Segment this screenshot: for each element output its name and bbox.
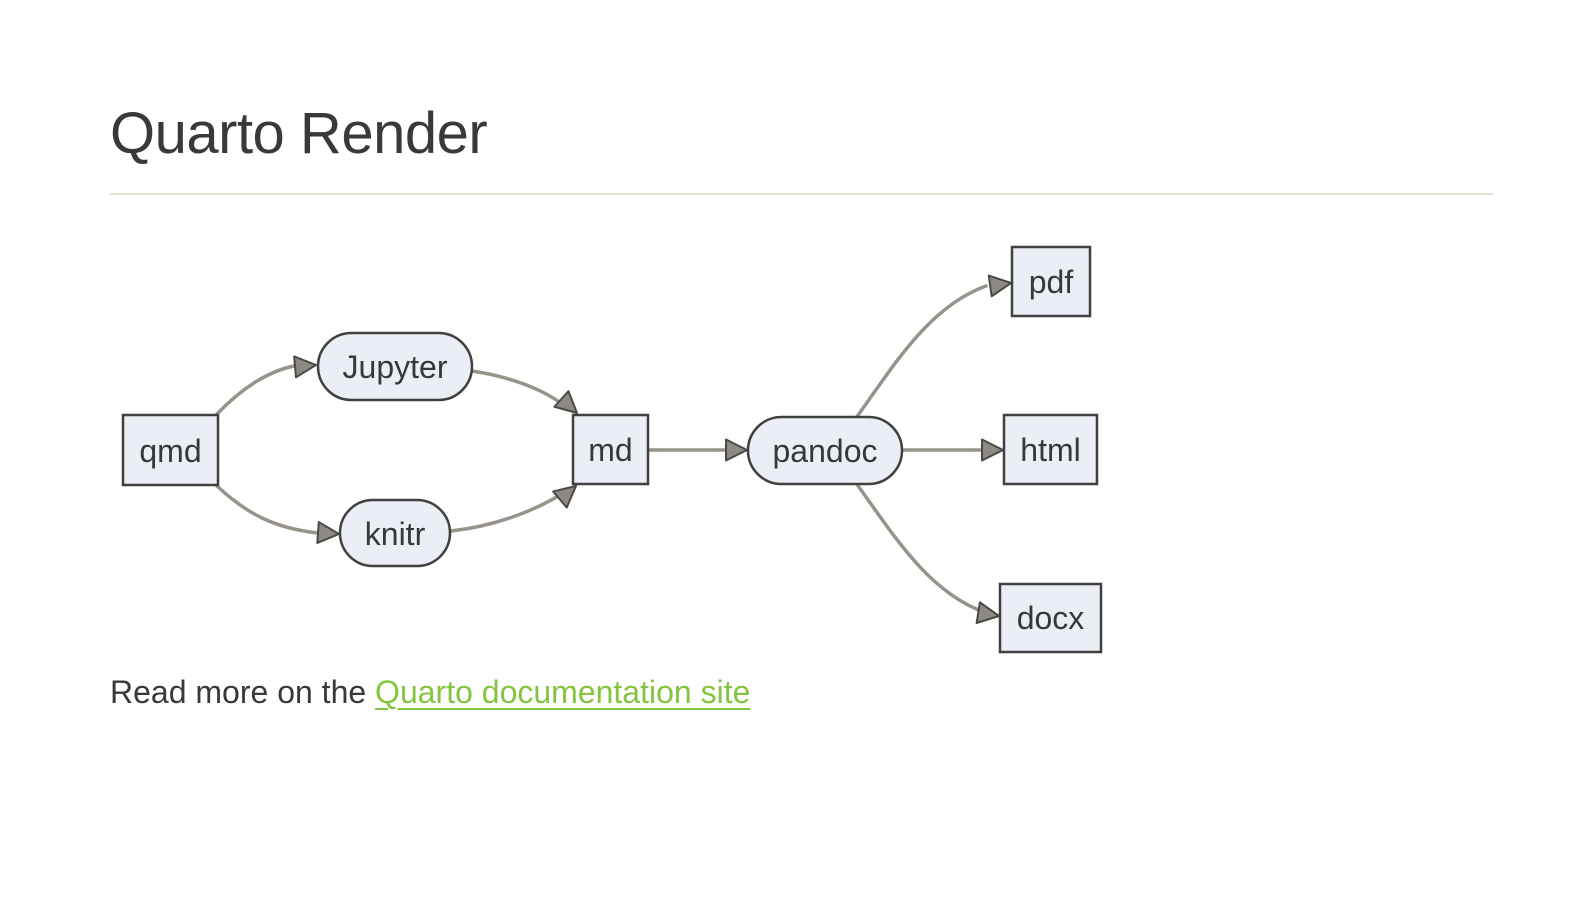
page-title: Quarto Render [110,101,488,166]
edge-jupyter-md [470,369,578,414]
read-more-prefix: Read more on the [110,674,376,710]
node-jupyter: Jupyter [316,331,474,402]
svg-text:html: html [1020,432,1080,468]
svg-text:qmd: qmd [139,433,201,469]
title-divider [110,193,1493,195]
svg-text:md: md [588,432,632,468]
edge-qmd-knitr [215,484,340,545]
read-more-paragraph: Read more on the Quarto documentation si… [110,672,750,712]
svg-text:Jupyter: Jupyter [343,349,448,385]
arrowhead [981,438,1004,462]
svg-text:knitr: knitr [365,516,426,552]
svg-text:pandoc: pandoc [773,433,878,469]
node-qmd: qmd [121,413,220,487]
node-pandoc: pandoc [746,415,904,486]
node-knitr: knitr [338,498,452,568]
edge-pandoc-html [900,438,1004,462]
edge-qmd-jupyter [215,355,317,416]
arrowhead [552,485,577,509]
arrowhead [316,521,340,545]
arrowhead [987,274,1012,298]
edge-knitr-md [449,485,577,533]
edge-md-pandoc [646,438,748,462]
node-docx: docx [998,582,1103,654]
arrowhead [553,390,578,414]
node-md: md [571,413,650,486]
quarto-documentation-link[interactable]: Quarto documentation site [375,674,751,710]
edge-pandoc-pdf [854,274,1012,420]
edge-pandoc-docx [854,481,1000,625]
svg-text:pdf: pdf [1029,264,1074,300]
node-pdf: pdf [1010,245,1092,318]
node-html: html [1002,413,1099,486]
arrowhead [293,355,317,379]
svg-text:docx: docx [1017,600,1085,636]
arrowhead [975,601,1000,625]
arrowhead [725,438,748,462]
